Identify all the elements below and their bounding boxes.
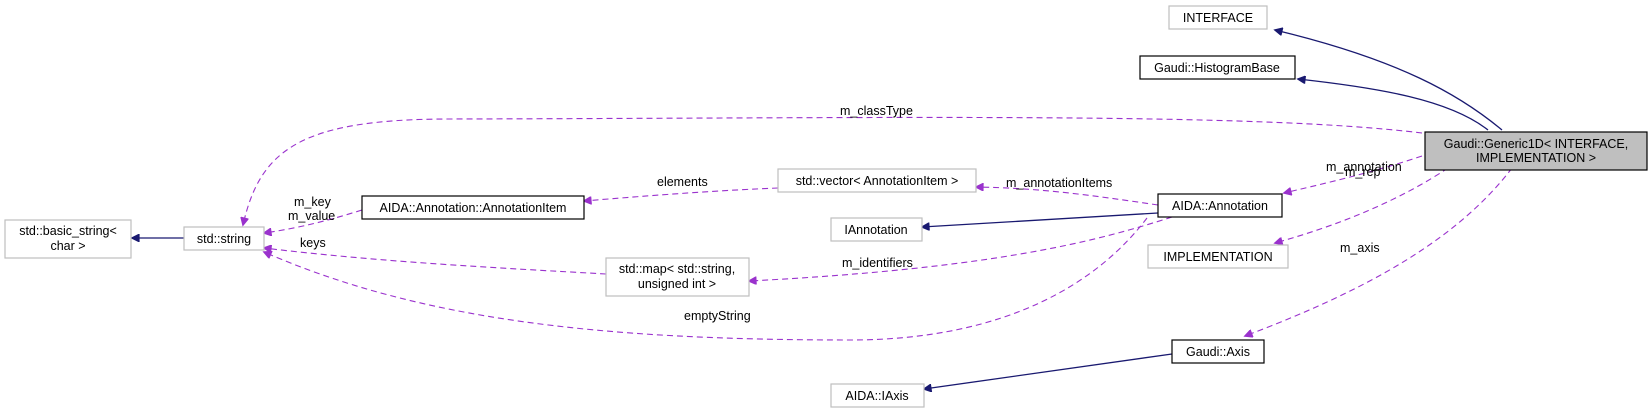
node-aida-annotation[interactable]: AIDA::Annotation: [1157, 193, 1283, 218]
edge-generic1d-to-histogrambase: [1298, 79, 1489, 131]
edge-m-classType: [243, 116, 1423, 225]
label-keys: keys: [300, 236, 326, 250]
edge-m-identifiers: [749, 216, 1173, 281]
node-generic1d-line1: Gaudi::Generic1D< INTERFACE,: [1444, 137, 1628, 151]
label-m-annotationItems: m_annotationItems: [1006, 176, 1112, 190]
node-std-map-line2: unsigned int >: [638, 277, 716, 291]
node-aida-iaxis[interactable]: AIDA::IAxis: [830, 383, 925, 408]
label-m-classType: m_classType: [840, 104, 913, 118]
label-m-axis: m_axis: [1340, 241, 1380, 255]
label-m-key: m_key: [294, 195, 332, 209]
edge-axis-to-iaxis: [924, 353, 1173, 389]
edge-m-annotation: [1284, 155, 1423, 193]
edge-m-annotationItems: [976, 187, 1159, 206]
node-histogram-base-label: Gaudi::HistogramBase: [1154, 61, 1280, 75]
label-m-value: m_value: [288, 209, 335, 223]
node-std-map[interactable]: std::map< std::string, unsigned int >: [605, 257, 750, 297]
node-histogram-base[interactable]: Gaudi::HistogramBase: [1139, 55, 1296, 80]
label-m-annotation: m_annotation: [1326, 160, 1402, 174]
node-gaudi-axis-label: Gaudi::Axis: [1186, 345, 1250, 359]
label-emptyString: emptyString: [684, 309, 751, 323]
edge-m-axis: [1245, 167, 1513, 336]
edge-m-rep: [1275, 167, 1449, 243]
label-m-rep: m_rep: [1345, 165, 1380, 179]
node-basic-string-line1: std::basic_string<: [19, 224, 117, 238]
node-basic-string-line2: char >: [50, 239, 85, 253]
node-iannotation[interactable]: IAnnotation: [830, 217, 923, 242]
node-interface-label: INTERFACE: [1183, 11, 1253, 25]
node-std-map-line1: std::map< std::string,: [619, 262, 735, 276]
node-annotation-item-label: AIDA::Annotation::AnnotationItem: [380, 201, 567, 215]
edge-generic1d-to-interface: [1275, 30, 1503, 131]
node-interface[interactable]: INTERFACE: [1168, 5, 1268, 30]
edge-m-key-value: [264, 209, 363, 233]
node-std-string[interactable]: std::string: [183, 226, 265, 251]
edge-elements: [584, 187, 779, 201]
label-elements: elements: [657, 175, 708, 189]
node-std-string-label: std::string: [197, 232, 251, 246]
node-annotation-item[interactable]: AIDA::Annotation::AnnotationItem: [361, 195, 585, 220]
edge-annotation-to-iannotation: [922, 212, 1159, 227]
node-generic1d-focus[interactable]: Gaudi::Generic1D< INTERFACE, IMPLEMENTAT…: [1424, 131, 1648, 171]
edge-keys: [264, 248, 607, 275]
label-m-identifiers: m_identifiers: [842, 256, 913, 270]
node-aida-iaxis-label: AIDA::IAxis: [845, 389, 908, 403]
edge-emptyString: [264, 217, 1148, 341]
node-generic1d-line2: IMPLEMENTATION >: [1476, 151, 1596, 165]
node-gaudi-axis[interactable]: Gaudi::Axis: [1171, 339, 1265, 364]
node-implementation[interactable]: IMPLEMENTATION: [1147, 244, 1289, 269]
node-aida-annotation-label: AIDA::Annotation: [1172, 199, 1268, 213]
node-basic-string[interactable]: std::basic_string< char >: [4, 219, 132, 259]
node-implementation-label: IMPLEMENTATION: [1163, 250, 1272, 264]
node-std-vector[interactable]: std::vector< AnnotationItem >: [777, 168, 977, 193]
node-std-vector-label: std::vector< AnnotationItem >: [796, 174, 959, 188]
node-iannotation-label: IAnnotation: [844, 223, 907, 237]
